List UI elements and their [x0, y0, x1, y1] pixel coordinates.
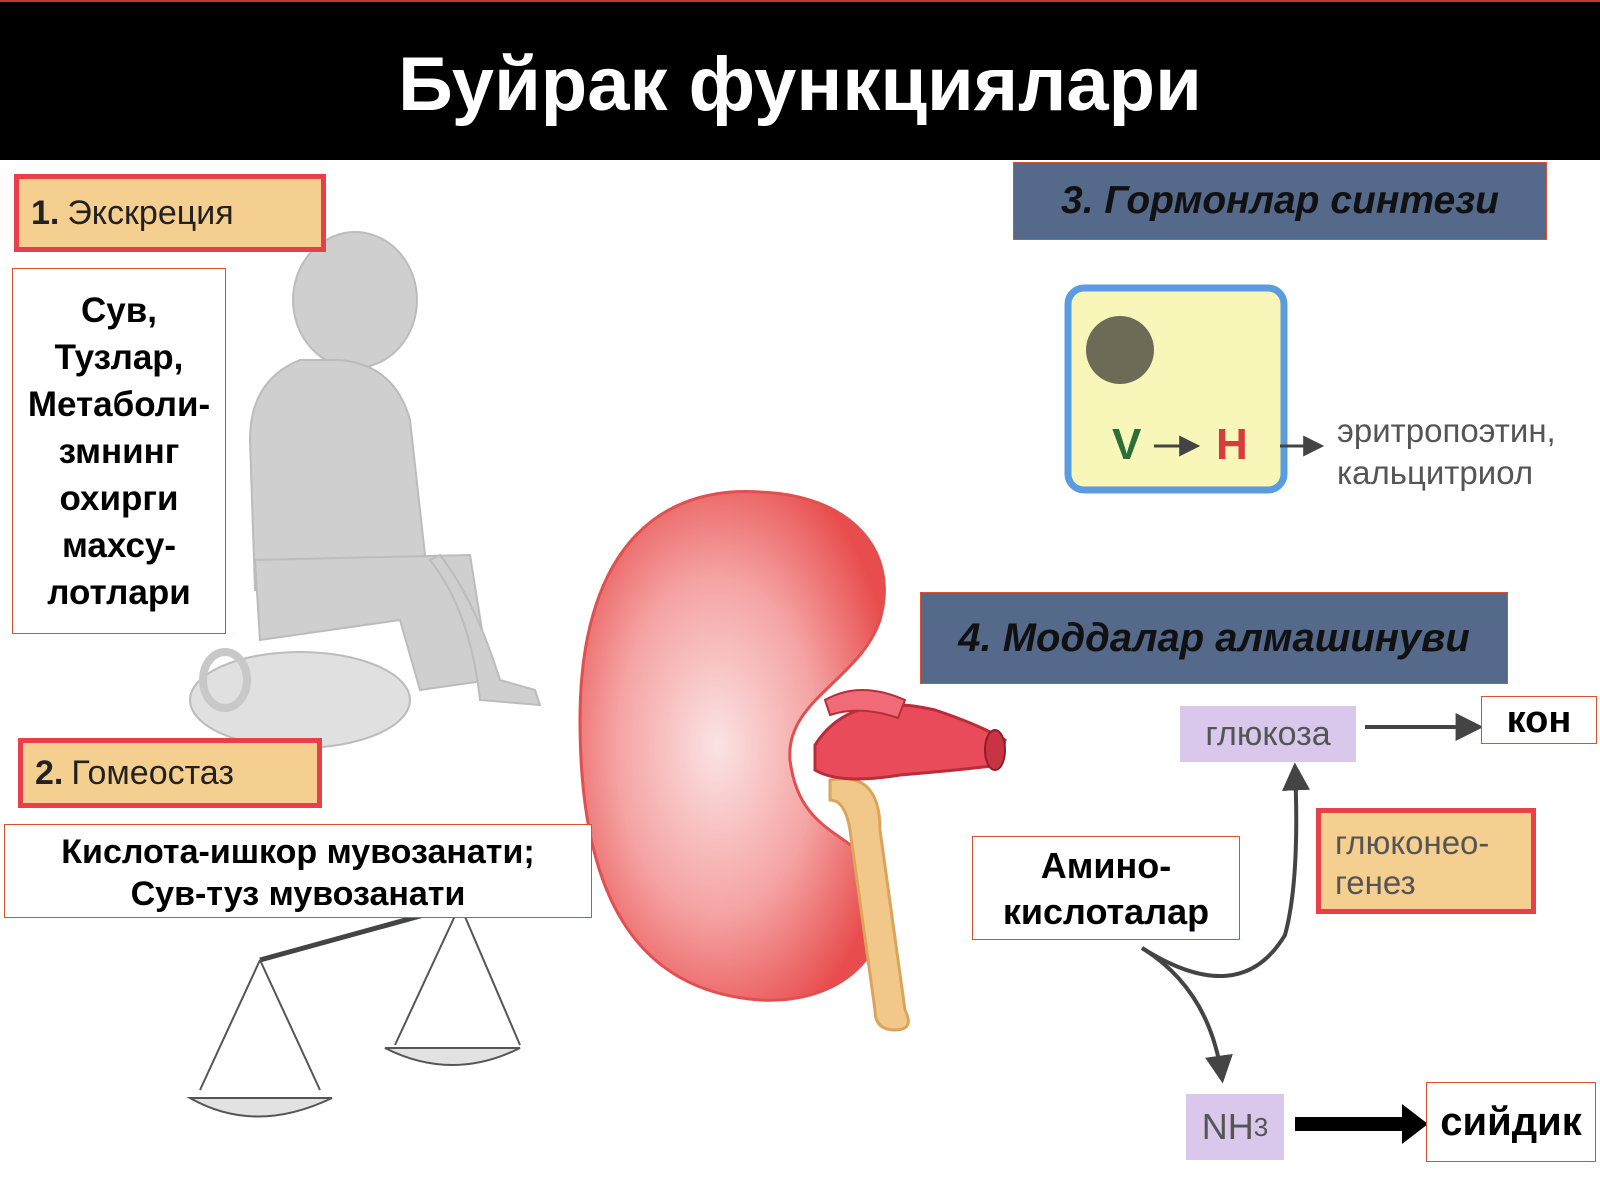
- homeostasis-line: Сув-туз мувозанати: [130, 875, 466, 913]
- excretion-item: лотлари: [47, 573, 191, 612]
- amino-acids-line: Амино-: [1040, 845, 1172, 886]
- kidney-illustration: [186, 231, 1484, 1144]
- page-title: Буйрак функциялари: [398, 42, 1202, 127]
- homeostasis-number: 2.: [35, 754, 64, 792]
- glucose-label: глюкоза: [1180, 706, 1356, 762]
- balance-scale: [186, 902, 521, 1118]
- kidney-icon: [578, 490, 1007, 1032]
- excretion-number: 1.: [31, 194, 60, 232]
- amino-acids-box: Амино- кислоталар: [972, 836, 1240, 940]
- child-figure: [189, 231, 542, 749]
- hormone-product: кальцитриол: [1337, 454, 1534, 491]
- hormone-products: эритропоэтин, кальцитриол: [1337, 410, 1556, 494]
- v-label: V: [1112, 420, 1142, 469]
- urine-box: сийдик: [1426, 1082, 1596, 1162]
- homeostasis-box: Кислота-ишкор мувозанати; Сув-туз мувоза…: [4, 824, 592, 918]
- ammonia-subscript: 3: [1253, 1111, 1269, 1142]
- excretion-item: Метаболи-: [27, 385, 211, 424]
- cell-box: [1064, 284, 1288, 494]
- amino-acids-line: кислоталар: [1002, 891, 1210, 932]
- gluconeogenesis-tag: глюконео- генез: [1316, 808, 1536, 914]
- excretion-item: змнинг: [58, 432, 180, 471]
- excretion-items-box: Сув, Тузлар, Метаболи- змнинг охирги мах…: [12, 268, 226, 634]
- ammonia-text: NH: [1201, 1106, 1254, 1147]
- nucleus-icon: [1086, 316, 1154, 384]
- homeostasis-line: Кислота-ишкор мувозанати;: [61, 833, 535, 871]
- hormone-product: эритропоэтин,: [1337, 412, 1556, 449]
- homeostasis-label: Гомеостаз: [71, 754, 234, 792]
- title-bar: [0, 0, 1600, 160]
- excretion-tag: 1. Экскреция: [14, 174, 326, 252]
- h-label: H: [1216, 420, 1248, 469]
- excretion-item: Тузлар,: [54, 338, 184, 377]
- hormones-tag: 3. Гормонлар синтези: [1013, 162, 1547, 240]
- gluconeogenesis-line: глюконео-: [1335, 824, 1490, 861]
- excretion-label: Экскреция: [67, 194, 234, 232]
- homeostasis-tag: 2. Гомеостаз: [18, 738, 322, 808]
- gluconeogenesis-line: генез: [1335, 864, 1416, 901]
- excretion-item: Сув,: [81, 291, 157, 330]
- excretion-item: охирги: [59, 479, 179, 518]
- excretion-item: махсу-: [61, 526, 177, 565]
- metabolism-tag: 4. Моддалар алмашинуви: [920, 592, 1508, 684]
- blood-box: кон: [1481, 696, 1597, 744]
